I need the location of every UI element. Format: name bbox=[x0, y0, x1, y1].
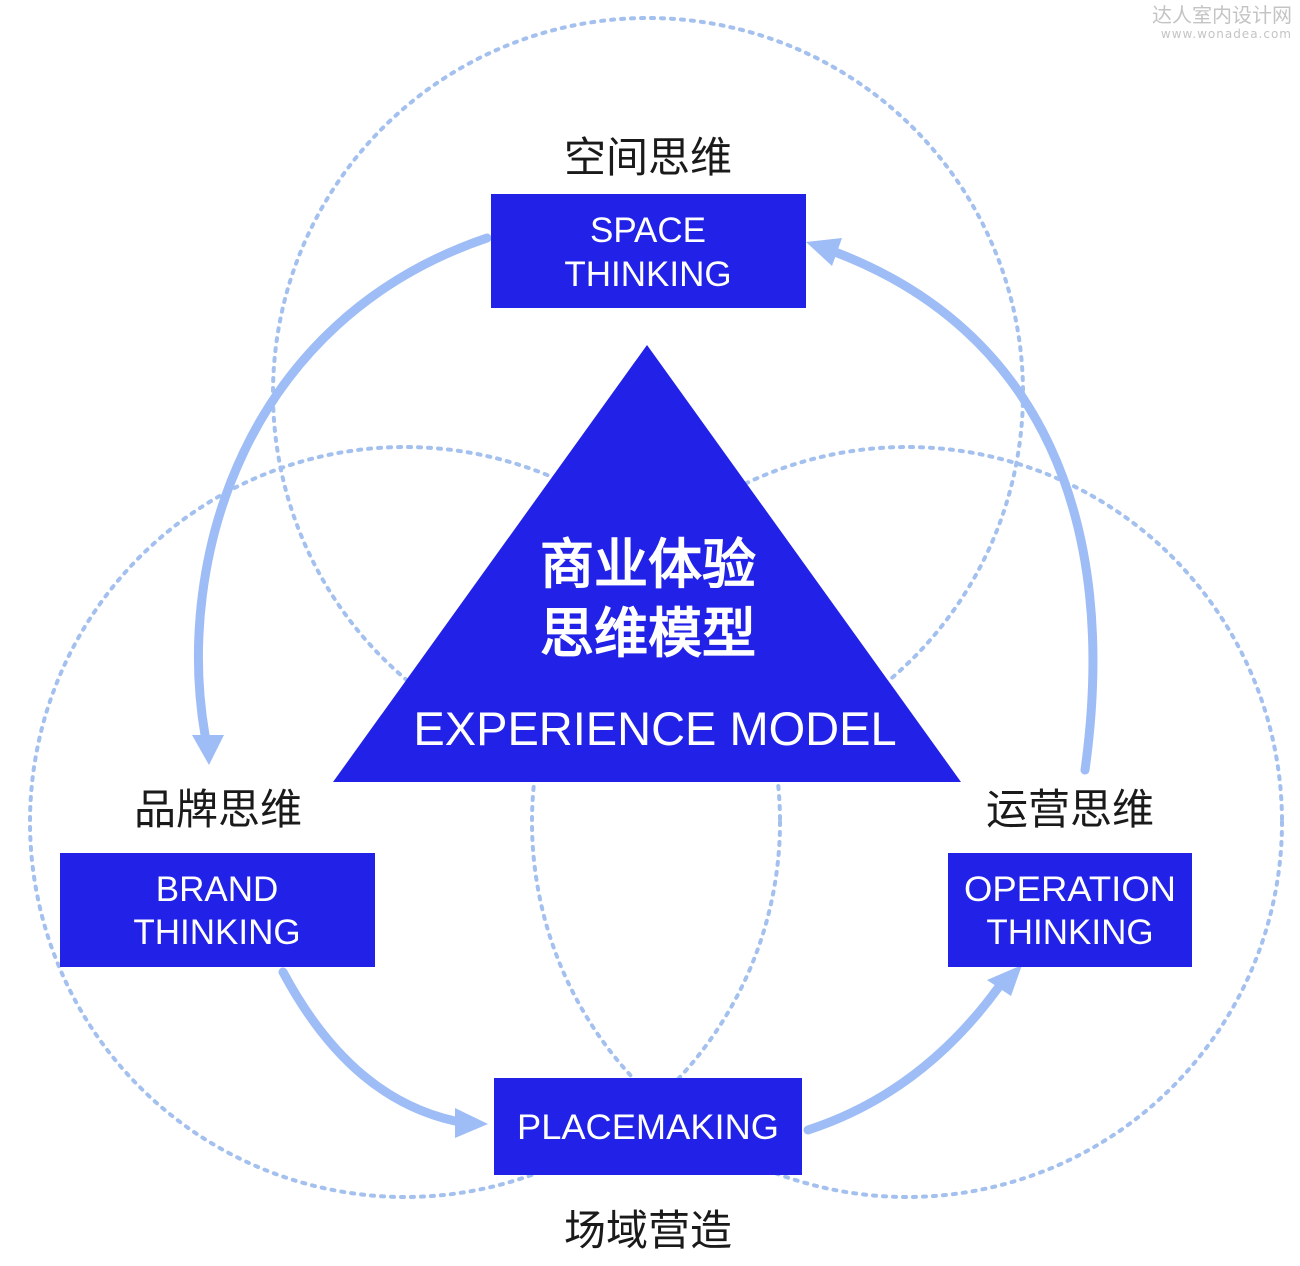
brand-label-cn: 品牌思维 bbox=[134, 785, 302, 834]
operation-label-cn: 运营思维 bbox=[986, 785, 1154, 834]
node-placemaking: PLACEMAKING 场域营造 bbox=[494, 1078, 802, 1255]
arrow-operation-to-space bbox=[830, 247, 1098, 775]
watermark: 达人室内设计网 www.wonadea.com bbox=[1152, 3, 1292, 41]
arrow-brand-to-placemaking bbox=[278, 967, 470, 1128]
cycle-arrows bbox=[193, 233, 1098, 1135]
arrowhead-operation bbox=[987, 965, 1022, 996]
arrowhead-placemaking bbox=[455, 1108, 488, 1138]
left-dotted-circle bbox=[28, 445, 782, 1199]
watermark-url: www.wonadea.com bbox=[1161, 27, 1292, 41]
center-title-line2: 思维模型 bbox=[540, 602, 756, 665]
watermark-text: 达人室内设计网 bbox=[1152, 3, 1292, 27]
operation-box-line1: OPERATION bbox=[964, 870, 1176, 909]
space-box-line1: SPACE bbox=[590, 211, 706, 250]
arrowheads bbox=[192, 238, 1022, 1138]
placemaking-box-line1: PLACEMAKING bbox=[517, 1108, 779, 1147]
right-dotted-circle bbox=[530, 445, 1284, 1199]
space-label-cn: 空间思维 bbox=[564, 133, 732, 182]
brand-box bbox=[60, 853, 375, 967]
brand-box-line1: BRAND bbox=[156, 870, 279, 909]
placemaking-label-cn: 场域营造 bbox=[564, 1206, 732, 1255]
node-brand: 品牌思维 BRAND THINKING bbox=[60, 785, 375, 967]
arrowhead-brand bbox=[192, 735, 224, 765]
brand-box-line2: THINKING bbox=[133, 913, 300, 952]
center-triangle bbox=[333, 345, 961, 782]
arrowhead-space bbox=[806, 238, 842, 266]
center-subtitle: EXPERIENCE MODEL bbox=[413, 702, 896, 755]
center-title-line1: 商业体验 bbox=[540, 533, 756, 596]
space-box-line2: THINKING bbox=[564, 255, 731, 294]
node-space: 空间思维 SPACE THINKING bbox=[491, 133, 806, 308]
arrow-space-to-brand bbox=[193, 233, 492, 740]
space-box bbox=[491, 194, 806, 308]
node-operation: 运营思维 OPERATION THINKING bbox=[948, 785, 1192, 967]
placemaking-box bbox=[494, 1078, 802, 1175]
arrow-placemaking-to-operation bbox=[803, 983, 1003, 1135]
operation-box bbox=[948, 853, 1192, 967]
center-triangle-group: 商业体验 思维模型 EXPERIENCE MODEL bbox=[333, 345, 961, 782]
operation-box-line2: THINKING bbox=[986, 913, 1153, 952]
